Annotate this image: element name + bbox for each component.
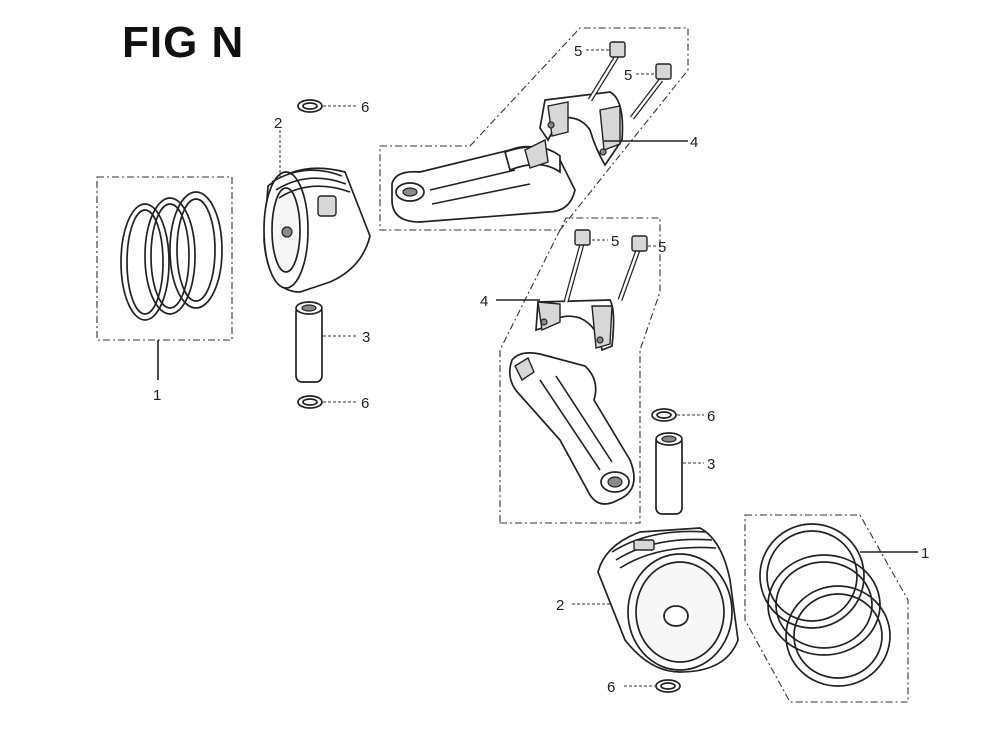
figure-title: FIG N [122,18,245,67]
callout-piston-left: 2 [274,115,282,132]
callout-bolt-top-a: 5 [574,43,582,60]
piston-rings-right[interactable] [759,523,891,687]
callout-rod-mid: 4 [480,293,488,310]
bolt-mid-a[interactable] [563,229,591,303]
callout-pin-right: 3 [707,456,715,473]
piston-left[interactable] [263,167,371,293]
callout-clip-right-bottom: 6 [607,679,615,696]
piston-right[interactable] [597,527,739,673]
callout-rings-left: 1 [153,387,161,404]
callout-bolt-mid-b: 5 [658,239,666,256]
piston-rings-left[interactable] [96,176,233,341]
clip-right-top[interactable] [651,408,677,422]
bolt-top-a[interactable] [587,41,626,102]
bolt-mid-b[interactable] [617,235,648,301]
callout-pin-left: 3 [362,329,370,346]
piston-pin-left[interactable] [295,301,323,383]
bolt-top-b[interactable] [630,63,672,120]
connecting-rod-top[interactable] [391,91,624,223]
clip-right-bottom[interactable] [655,679,681,693]
piston-pin-right[interactable] [655,432,683,515]
callout-piston-right: 2 [556,597,564,614]
clip-left-top[interactable] [297,99,323,113]
callout-bolt-mid-a: 5 [611,233,619,250]
connecting-rod-middle[interactable] [508,299,635,505]
callout-clip-left-top: 6 [361,99,369,116]
callout-bolt-top-b: 5 [624,67,632,84]
clip-left-bottom[interactable] [297,395,323,409]
callout-rod-top: 4 [690,134,698,151]
callout-clip-left-bottom: 6 [361,395,369,412]
callout-rings-right: 1 [921,545,929,562]
callout-clip-right-top: 6 [707,408,715,425]
